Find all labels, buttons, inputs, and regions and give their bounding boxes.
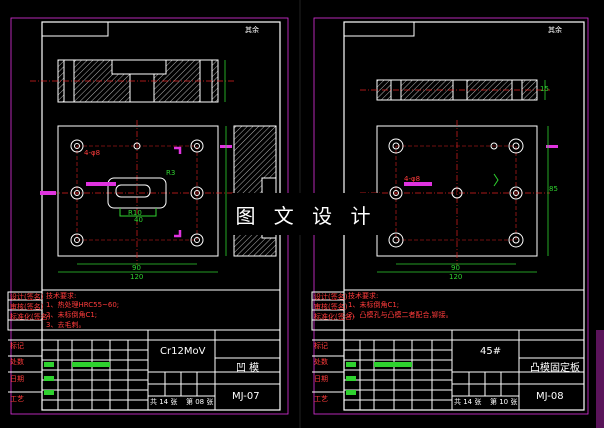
left-title-block: [7, 289, 280, 410]
right-sheet-total: 共 14 张: [454, 398, 482, 406]
left-title-row: 审核(签名): [10, 303, 44, 311]
right-tag-box: [343, 21, 415, 37]
left-corner-tag: 其余: [245, 26, 259, 34]
left-dim-hole: 4-φ8: [84, 149, 101, 157]
left-row-label: 日期: [10, 375, 24, 383]
right-row-label: 处数: [314, 358, 328, 366]
right-title-row: 标准化(签名): [314, 313, 355, 321]
right-corner-tag: 其余: [548, 26, 562, 34]
left-sheet-no: 第 08 张: [186, 398, 214, 406]
right-dim-width: 120: [449, 273, 463, 281]
left-tech-item: 1、热处理HRC55~60;: [46, 301, 120, 309]
watermark: 图 文 设 计: [232, 193, 380, 235]
left-plan-view: [40, 120, 235, 273]
right-title-block: [311, 289, 584, 410]
left-drawing-sheet: [7, 17, 289, 415]
right-dim-hole: 4-φ8: [404, 175, 421, 183]
left-tech-item: 2、未标倒角C1;: [46, 311, 98, 319]
left-dim-pitch: 90: [132, 264, 141, 272]
left-dim-side: R3: [166, 169, 176, 177]
right-holes: [388, 138, 524, 248]
right-drawing-no: MJ-08: [536, 391, 564, 402]
left-dim-slot-a: R10: [128, 209, 142, 217]
right-material: 45#: [480, 346, 502, 357]
right-tech-title: 技术要求:: [348, 292, 379, 300]
right-tech-item: 1、未标倒角C1;: [348, 301, 400, 309]
right-dim-side: 85: [549, 185, 558, 193]
right-tech-item: 2、凸模孔与凸模二者配合,铆接。: [348, 311, 453, 319]
right-dim-pitch: 90: [451, 264, 460, 272]
right-part-name: 凸模固定板: [530, 363, 580, 374]
left-side-view: [233, 125, 277, 257]
right-row-label: 日期: [314, 375, 328, 383]
left-tech-item: 3、去毛刺。: [46, 321, 86, 329]
right-title-row: 审核(签名): [314, 303, 348, 311]
left-tech-title: 技术要求:: [46, 292, 77, 300]
left-row-label: 标记: [10, 342, 24, 350]
left-title-row: 标准化(签名): [10, 313, 51, 321]
left-part-name: 凹 模: [236, 363, 260, 374]
left-dim-slot-b: 40: [134, 216, 143, 224]
left-top-view: [30, 59, 235, 103]
left-material: Cr12MoV: [160, 346, 206, 357]
right-row-label: 标记: [314, 342, 328, 350]
left-sheet-total: 共 14 张: [150, 398, 178, 406]
left-tag-box: [41, 21, 109, 37]
right-top-view: [360, 79, 550, 101]
left-title-row: 设计(签名): [10, 293, 44, 301]
right-row-label: 工艺: [314, 395, 328, 403]
right-sheet-no: 第 10 张: [490, 398, 518, 406]
right-plan-view: [360, 120, 558, 273]
left-row-label: 工艺: [10, 395, 24, 403]
right-dim-height: 15: [540, 85, 549, 93]
left-dim-width: 120: [130, 273, 144, 281]
right-title-row: 设计(签名): [314, 293, 348, 301]
left-holes: [70, 139, 204, 247]
left-row-label: 处数: [10, 358, 24, 366]
left-drawing-no: MJ-07: [232, 391, 260, 402]
side-marker: [596, 330, 604, 428]
right-drawing-sheet: [311, 17, 589, 415]
